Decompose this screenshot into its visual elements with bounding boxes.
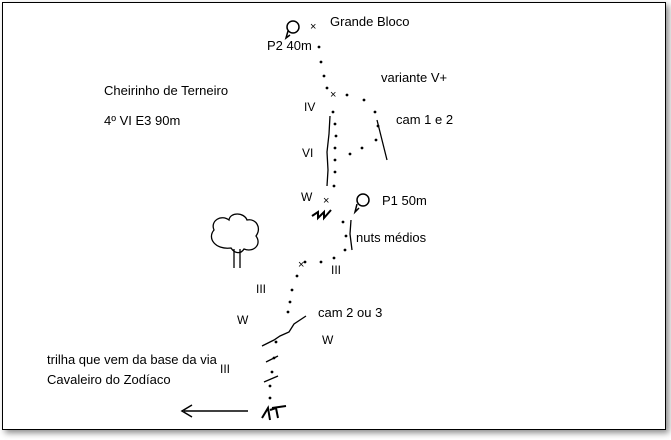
belay-bolt-icon — [284, 20, 300, 40]
pitch-grade: VI — [302, 146, 314, 160]
belay2-label: P2 40m — [267, 38, 312, 53]
route-name: Cheirinho de Terneiro — [104, 83, 229, 98]
pitch-grade: IV — [304, 100, 316, 114]
pitch-grade: W — [322, 333, 334, 347]
belay1-label: P1 50m — [382, 193, 427, 208]
top-feature-label: Grande Bloco — [330, 14, 410, 29]
route-line-dots — [268, 45, 348, 400]
pitch-grade: W — [301, 190, 313, 204]
route-grade: 4º VI E3 90m — [104, 113, 181, 128]
arrow-left-icon — [180, 404, 248, 418]
diagram-frame — [2, 2, 666, 430]
pitch-grade: III — [331, 263, 342, 277]
variant-line-dots — [345, 93, 380, 156]
hanger-symbol-icon — [261, 209, 332, 421]
belay-bolt-icon — [353, 193, 370, 215]
gear-mid-label: nuts médios — [356, 230, 427, 245]
bolt-x-mark: × — [330, 89, 336, 101]
gear-low-label: cam 2 ou 3 — [318, 305, 383, 320]
pitch-grade: III — [256, 282, 267, 296]
trail-note: trilha que vem da base da via Cavaleiro … — [47, 352, 217, 387]
bolt-x-mark: × — [298, 259, 304, 271]
crack-lines — [261, 115, 388, 383]
pitch-grade: III — [220, 362, 231, 376]
tree-icon — [210, 213, 260, 268]
variant-gear-label: cam 1 e 2 — [396, 112, 454, 127]
bolt-x-mark: × — [323, 195, 329, 207]
pitch-grade: W — [237, 313, 249, 327]
bolt-x-mark: × — [310, 21, 316, 33]
variant-label: variante V+ — [381, 70, 448, 85]
